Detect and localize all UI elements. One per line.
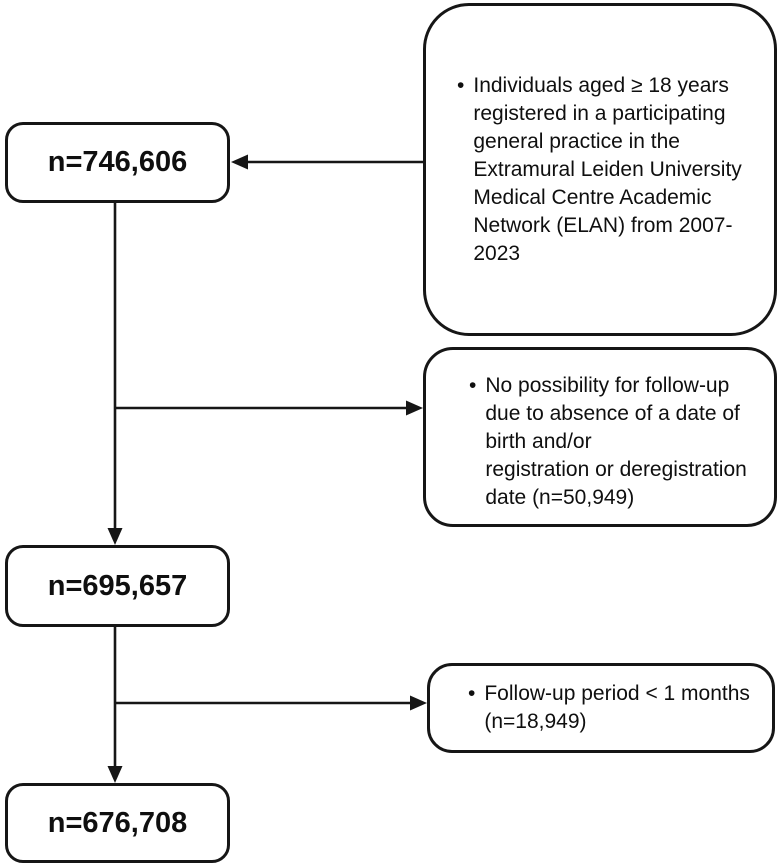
exclusion-short-followup-text: Follow-up period < 1 months (n=18,949) <box>484 682 750 733</box>
bullet-icon: • <box>457 73 465 97</box>
node-exclusion-short-followup: • Follow-up period < 1 months (n=18,949) <box>427 663 775 753</box>
exclusion-no-followup-text: No possibility for follow-up due to abse… <box>485 374 747 509</box>
node-source-description: • Individuals aged ≥ 18 years registered… <box>423 3 777 336</box>
population-total-count: n=746,606 <box>47 146 188 178</box>
bullet-icon: • <box>469 374 477 397</box>
bullet-icon: • <box>468 682 476 705</box>
node-population-after-exclusion1: n=695,657 <box>5 545 230 627</box>
exclusion-no-followup-content: • No possibility for follow-up due to ab… <box>469 372 747 512</box>
node-population-total: n=746,606 <box>5 122 230 203</box>
source-description-content: • Individuals aged ≥ 18 years registered… <box>457 72 742 268</box>
arrow-count1-to-count2-head <box>107 528 123 545</box>
node-exclusion-no-followup: • No possibility for follow-up due to ab… <box>423 347 777 527</box>
population-after-exclusion1-count: n=695,657 <box>47 569 188 602</box>
node-population-final: n=676,708 <box>5 783 230 863</box>
exclusion-short-followup-content: • Follow-up period < 1 months (n=18,949) <box>468 680 750 736</box>
arrow-source-to-count1-head <box>231 154 248 170</box>
source-description-text: Individuals aged ≥ 18 years registered i… <box>473 73 742 265</box>
population-final-count: n=676,708 <box>47 806 188 839</box>
arrow-branch-to-exclusion1-head <box>406 400 423 416</box>
arrow-branch-to-exclusion2-head <box>410 695 427 711</box>
arrow-count2-to-count3-head <box>107 766 123 783</box>
